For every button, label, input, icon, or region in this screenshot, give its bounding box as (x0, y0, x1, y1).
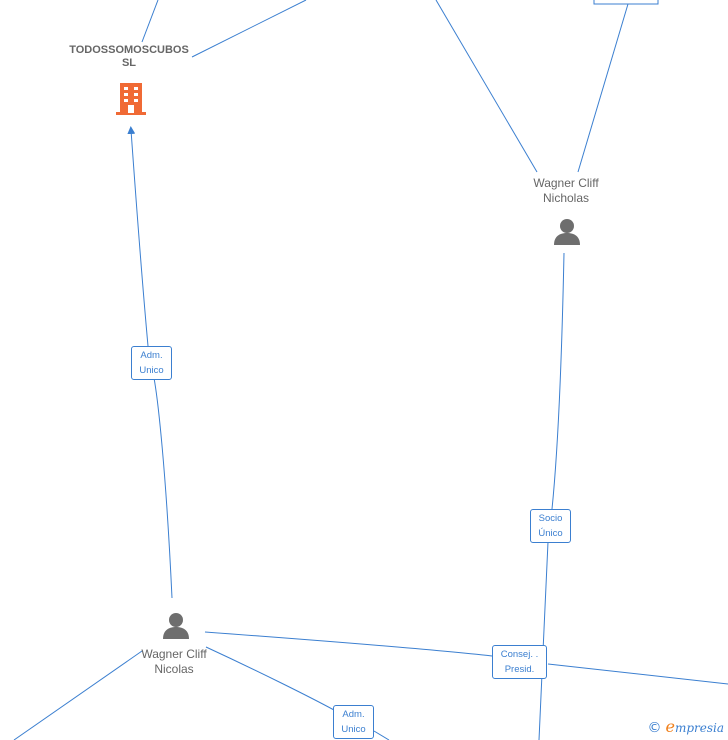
edge-top-to-person-top (435, 0, 538, 173)
person-top-line1: Wagner Cliff (533, 176, 599, 190)
company-name-line1: TODOSSOMOSCUBOS (69, 44, 189, 56)
edge-person-bottom-downleft (13, 650, 143, 740)
edge-top-right-box (593, 0, 659, 5)
edge-person-top-down (538, 252, 565, 740)
relation-line1: Consej. . (500, 649, 539, 660)
relation-line2: Único (538, 528, 563, 539)
person-icon[interactable] (161, 612, 191, 640)
relation-label-socio-unico[interactable]: Socio Único (530, 509, 571, 543)
relation-line2: Presid. (504, 664, 535, 675)
edge-company-upright (191, 0, 307, 58)
person-bottom-line1: Wagner Cliff (141, 647, 207, 661)
relation-label-adm-unico-2[interactable]: Adm. Unico (333, 705, 374, 739)
edge-person-bottom-right (204, 631, 728, 685)
relation-line1: Adm. (342, 709, 365, 720)
brand-watermark: ©empresia (647, 717, 724, 736)
edge-person-bottom-downright (205, 646, 390, 740)
person-icon[interactable] (552, 218, 582, 246)
person-top-name[interactable]: Wagner Cliff Nicholas (516, 176, 616, 206)
copyright-icon: © (647, 720, 662, 736)
brand-initial: e (665, 717, 675, 736)
edge-person-top-upright (577, 3, 629, 173)
relation-line1: Socio (538, 513, 563, 524)
relation-label-adm-unico[interactable]: Adm. Unico (131, 346, 172, 380)
relation-line2: Unico (341, 724, 366, 735)
company-name[interactable]: TODOSSOMOSCUBOS SL (58, 44, 200, 70)
edge-company-up (141, 0, 159, 43)
relation-line2: Unico (139, 365, 164, 376)
person-bottom-name[interactable]: Wagner Cliff Nicolas (124, 647, 224, 677)
relation-label-consej-presid[interactable]: Consej. . Presid. (492, 645, 547, 679)
building-icon[interactable] (114, 80, 148, 116)
person-top-line2: Nicholas (542, 191, 590, 205)
brand-name: mpresia (674, 721, 724, 735)
company-name-line2: SL (121, 57, 137, 69)
edge-person-bottom-to-company (131, 130, 173, 599)
person-bottom-line2: Nicolas (154, 662, 194, 676)
relation-line1: Adm. (140, 350, 163, 361)
